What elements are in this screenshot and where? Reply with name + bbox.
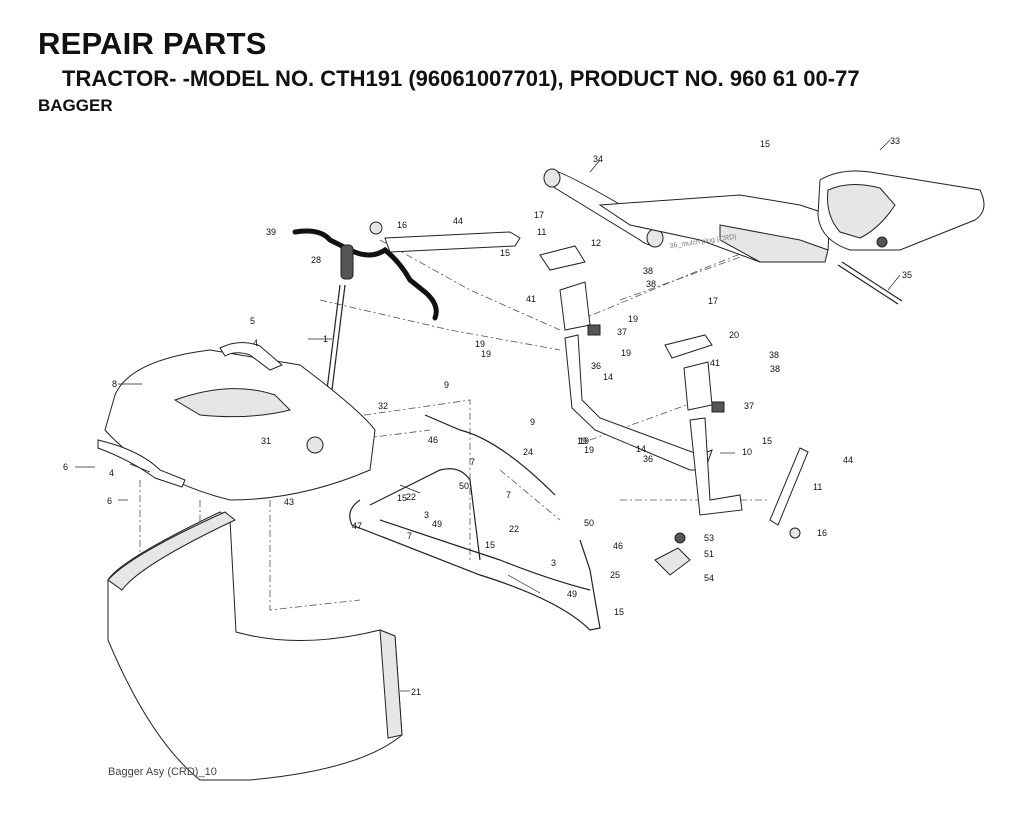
callout: 41 xyxy=(710,358,720,368)
callout: 22 xyxy=(509,524,519,534)
callout: 19 xyxy=(481,349,491,359)
callout: 38 xyxy=(769,350,779,360)
callout: 28 xyxy=(311,255,321,265)
callout: 46 xyxy=(613,541,623,551)
callout: 37 xyxy=(617,327,627,337)
callout: 3 xyxy=(551,558,556,568)
callout: 17 xyxy=(534,210,544,220)
callout: 33 xyxy=(890,136,900,146)
bagger-lid xyxy=(104,342,376,501)
callout: 47 xyxy=(352,521,362,531)
callout: 19 xyxy=(577,436,587,446)
bagger-handle xyxy=(292,228,439,321)
callout: 19 xyxy=(584,445,594,455)
callout: 38 xyxy=(643,266,653,276)
callout: 49 xyxy=(567,589,577,599)
callout: 19 xyxy=(628,314,638,324)
bag-frame xyxy=(349,414,601,631)
callout: 19 xyxy=(621,348,631,358)
callout: 4 xyxy=(109,468,114,478)
pad-37b xyxy=(711,401,725,413)
callout: 14 xyxy=(636,444,646,454)
page-title: REPAIR PARTS xyxy=(38,26,267,61)
callout: 15 xyxy=(760,139,770,149)
callout: 19 xyxy=(579,436,589,446)
callout: 1 xyxy=(323,334,328,344)
callout: 43 xyxy=(284,497,294,507)
callout: 21 xyxy=(411,687,421,697)
callout: 34 xyxy=(593,154,603,164)
callout: 8 xyxy=(112,379,117,389)
callout: 36 xyxy=(643,454,653,464)
pad-37a xyxy=(587,324,601,336)
callout: 32 xyxy=(378,401,388,411)
callout: 19 xyxy=(475,339,485,349)
callout: 15 xyxy=(485,540,495,550)
callout: 39 xyxy=(266,227,276,237)
callout: 7 xyxy=(506,490,511,500)
callout: 7 xyxy=(470,457,475,467)
bracket-right xyxy=(683,361,713,411)
callout: 24 xyxy=(523,447,533,457)
support-tube xyxy=(564,334,743,516)
leader-lines xyxy=(75,139,901,692)
callout: 14 xyxy=(603,372,613,382)
callout: 41 xyxy=(526,294,536,304)
latch xyxy=(654,547,691,576)
callout: 9 xyxy=(530,417,535,427)
nut-16 xyxy=(789,527,801,539)
callout: 36 xyxy=(591,361,601,371)
model-subtitle: TRACTOR- -MODEL NO. CTH191 (96061007701)… xyxy=(62,66,860,91)
callout: 38 xyxy=(770,364,780,374)
callout: 16 xyxy=(817,528,827,538)
bracket-20 xyxy=(664,334,713,359)
callout: 16 xyxy=(397,220,407,230)
callout: 15 xyxy=(397,493,407,503)
callout: 46 xyxy=(428,435,438,445)
callout: 15 xyxy=(614,607,624,617)
callout: 6 xyxy=(107,496,112,506)
callout: 9 xyxy=(444,380,449,390)
callout: 15 xyxy=(762,436,772,446)
callout: 6 xyxy=(63,462,68,472)
side-rail xyxy=(97,439,186,488)
callout: 5 xyxy=(250,316,255,326)
callout: 50 xyxy=(584,518,594,528)
callout: 11 xyxy=(537,227,546,237)
upper-brackets xyxy=(369,221,586,271)
callout: 22 xyxy=(406,492,416,502)
callout: 17 xyxy=(708,296,718,306)
callout: 53 xyxy=(704,533,714,543)
callout: 51 xyxy=(704,549,714,559)
bracket-left xyxy=(559,281,591,331)
section-label: BAGGER xyxy=(38,96,113,115)
callout: 49 xyxy=(432,519,442,529)
callout: 44 xyxy=(453,216,463,226)
callout: 37 xyxy=(744,401,754,411)
callout: 54 xyxy=(704,573,714,583)
callout: 35 xyxy=(902,270,912,280)
figure-id: Bagger Asy (CRD)_10 xyxy=(108,766,217,778)
callout: 25 xyxy=(610,570,620,580)
callout: 4 xyxy=(253,338,258,348)
chute-assembly xyxy=(543,168,985,305)
strap-right xyxy=(769,447,809,526)
callout: 7 xyxy=(407,531,412,541)
callout: 44 xyxy=(843,455,853,465)
callout: 12 xyxy=(591,238,601,248)
callout: 3 xyxy=(424,510,429,520)
callout: 38 xyxy=(646,279,656,289)
callout: 15 xyxy=(500,248,510,258)
callout: 11 xyxy=(813,482,822,492)
callout: 10 xyxy=(742,447,752,457)
callout: 20 xyxy=(729,330,739,340)
callout: 50 xyxy=(459,481,469,491)
callout: 31 xyxy=(261,436,271,446)
grass-bag xyxy=(107,511,403,781)
